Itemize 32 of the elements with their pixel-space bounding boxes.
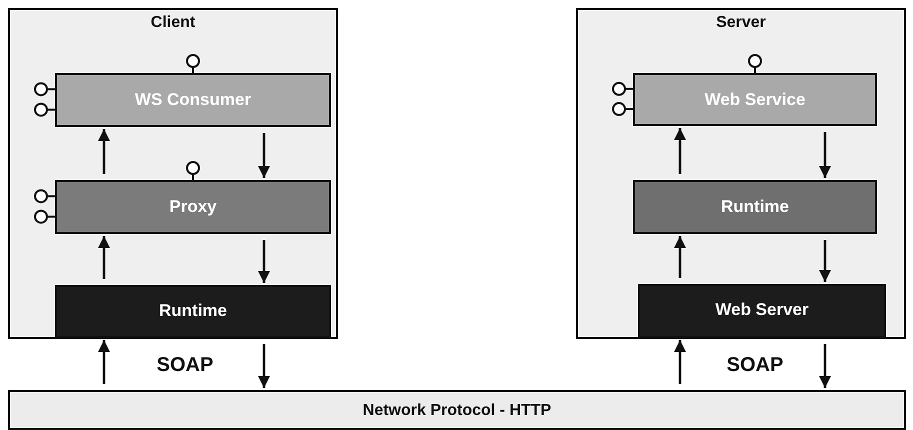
arrow: [674, 340, 686, 384]
component-label: Server: [716, 14, 766, 32]
client-container: [8, 8, 338, 339]
protocol-label: SOAP: [726, 354, 784, 377]
arrow: [98, 129, 110, 174]
arrow: [258, 133, 270, 178]
arrow: [819, 344, 831, 388]
protocol-label: SOAP: [156, 354, 214, 377]
component-box: [55, 73, 331, 127]
component-label: Web Service: [704, 90, 806, 110]
component-label: Network Protocol - HTTP: [362, 402, 552, 420]
arrow: [819, 240, 831, 282]
arrow: [98, 236, 110, 279]
arrow: [674, 128, 686, 174]
server-container: [576, 8, 906, 339]
runtime-box: [55, 285, 331, 338]
component-label: Client: [150, 14, 196, 32]
arrow: [674, 236, 686, 278]
component-label: Web Server: [715, 300, 809, 320]
network-protocol-bar: [8, 390, 906, 430]
component-box: [633, 73, 877, 126]
runtime-box: [633, 180, 877, 234]
component-label: WS Consumer: [134, 90, 252, 110]
component-label: Runtime: [721, 197, 789, 217]
component-label: Runtime: [159, 301, 227, 321]
component-box: [55, 180, 331, 234]
web-server-box: [638, 284, 886, 338]
arrow: [819, 132, 831, 178]
component-label: Proxy: [169, 197, 217, 217]
arrow: [258, 240, 270, 283]
arrow: [258, 344, 270, 388]
arrow: [98, 340, 110, 384]
